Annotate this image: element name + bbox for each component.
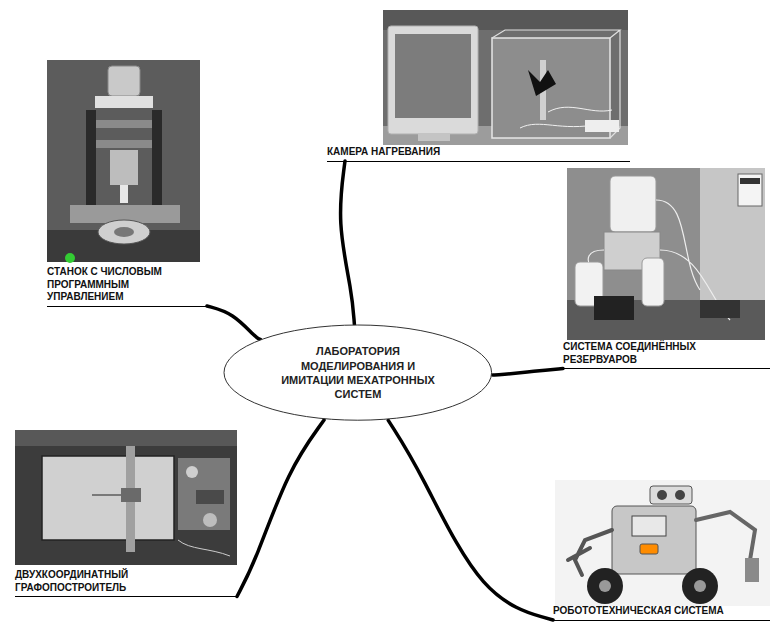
wall-calendar	[738, 174, 762, 206]
ellipse-outline	[223, 324, 493, 421]
caption-box: КАМЕРА НАГРЕВАНИЯ	[327, 146, 630, 162]
glass-box-edges	[492, 30, 620, 138]
monitor-frame	[388, 26, 478, 134]
wheel	[587, 568, 623, 604]
caption-box: ДВУХКООРДИНАТНЫЙ ГРАФОПОСТРОИТЕЛЬ	[15, 569, 237, 597]
branch-connector	[388, 420, 553, 620]
caption-box: СИСТЕМА СОЕДИНЁННЫХ РЕЗЕРВУАРОВ	[563, 341, 770, 369]
robot-photo	[555, 480, 770, 606]
central-ellipse: ЛАБОРАТОРИЯ МОДЕЛИРОВАНИЯ И ИМИТАЦИИ МЕХ…	[223, 324, 493, 421]
upper-tank	[610, 176, 656, 232]
controller-box	[700, 300, 740, 318]
brick-screen	[632, 516, 666, 536]
heating-chamber-photo	[383, 10, 628, 145]
column-right	[152, 110, 162, 220]
lab-title: ЛАБОРАТОРИЯ МОДЕЛИРОВАНИЯ И ИМИТАЦИИ МЕХ…	[268, 344, 448, 401]
calendar-band	[740, 178, 760, 184]
caption-box: РОБОТОТЕХНИЧЕСКАЯ СИСТЕМА	[553, 605, 770, 621]
touch-sensor	[745, 558, 759, 582]
spindle-head	[110, 150, 138, 185]
branch-connector	[493, 369, 563, 375]
monitor-screen	[395, 34, 471, 118]
side-arm	[696, 512, 755, 560]
photo-ground	[15, 430, 237, 565]
equipment-caption: КАМЕРА НАГРЕВАНИЯ	[327, 146, 627, 159]
column-left	[86, 110, 96, 220]
spindle-motor	[108, 66, 140, 96]
heater-element	[528, 70, 556, 96]
equipment-caption: СИСТЕМА СОЕДИНЁННЫХ РЕЗЕРВУАРОВ	[563, 341, 713, 366]
branch-connector	[207, 306, 260, 339]
plotter-photo	[15, 430, 237, 565]
photo-ground	[47, 60, 200, 262]
rotary-table	[98, 220, 150, 244]
nxt-brick	[612, 506, 696, 574]
wheel-hub	[599, 580, 611, 592]
cross-rail	[96, 140, 152, 148]
branch-connector	[237, 420, 324, 596]
cnc-machine-photo	[47, 60, 200, 263]
indicator-lamp	[65, 253, 75, 263]
monitor-stand	[418, 133, 450, 141]
photo-ground	[555, 480, 770, 606]
wheel-hub	[694, 580, 706, 592]
rotary-hub	[114, 227, 134, 237]
photo-ground	[567, 168, 765, 340]
equipment-caption: РОБОТОТЕХНИЧЕСКАЯ СИСТЕМА	[553, 605, 768, 618]
wires	[178, 540, 230, 556]
brick-button	[640, 544, 658, 554]
ellipse-shape	[224, 325, 492, 420]
stepper-motor	[186, 466, 198, 478]
pen-arm	[92, 495, 121, 496]
wheel	[682, 568, 718, 604]
stepper-motor	[203, 513, 217, 527]
drawing-board	[42, 456, 174, 540]
equipment-caption: ДВУХКООРДИНАТНЫЙ ГРАФОПОСТРОИТЕЛЬ	[15, 569, 155, 594]
motor-mount	[95, 96, 153, 108]
control-box	[585, 120, 619, 132]
photo-wall	[15, 430, 237, 446]
equipment-caption: СТАНОК С ЧИСЛОВЫМ ПРОГРАММНЫМ УПРАВЛЕНИЕ…	[47, 266, 173, 304]
ultrasonic-sensor	[650, 486, 692, 504]
driver-chip	[196, 490, 224, 504]
branch-connector	[341, 161, 355, 324]
cross-rail	[96, 120, 152, 128]
tank-system-photo	[567, 168, 765, 340]
caption-box: СТАНОК С ЧИСЛОВЫМ ПРОГРАММНЫМ УПРАВЛЕНИЕ…	[47, 266, 207, 307]
electronics-board	[178, 458, 230, 530]
sensor-eye	[675, 490, 685, 500]
sensor-eye	[657, 490, 667, 500]
right-bottle	[642, 258, 664, 306]
photo-ground	[383, 10, 628, 145]
pump-box	[594, 296, 634, 320]
tool	[120, 185, 128, 203]
pen-carriage	[121, 488, 141, 502]
